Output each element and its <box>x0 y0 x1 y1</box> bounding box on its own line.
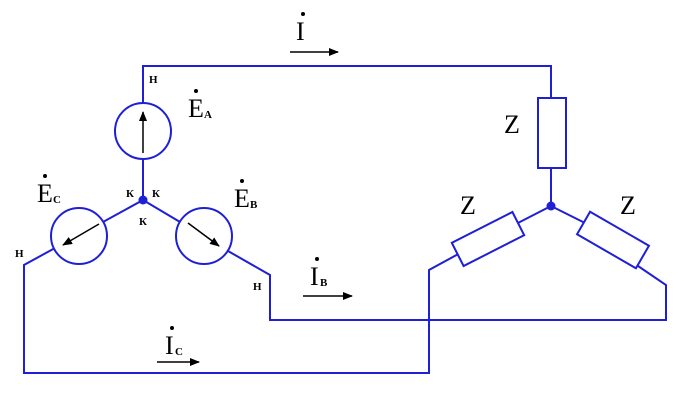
current-b-label: I B <box>310 257 328 291</box>
impedance-right-label: Z <box>620 191 636 220</box>
svg-text:I: I <box>165 331 174 360</box>
emf-b-arrow-icon <box>187 222 220 247</box>
svg-text:C: C <box>53 194 61 206</box>
emf-c-label: E C <box>37 174 61 208</box>
impedance-right <box>575 210 651 270</box>
svg-text:E: E <box>234 184 250 213</box>
emf-source-b <box>175 207 233 265</box>
impedance-left-label: Z <box>460 191 476 220</box>
current-line-label: I <box>296 12 305 46</box>
terminal-start-b: Н <box>253 281 262 293</box>
terminal-start-c: Н <box>15 248 24 260</box>
svg-text:I: I <box>296 17 305 46</box>
terminal-end-b: К <box>139 216 147 228</box>
wire-source-c-neutral <box>102 199 144 223</box>
wire-source-b-neutral <box>142 199 181 223</box>
svg-text:E: E <box>37 179 53 208</box>
emf-b-label: E B <box>234 179 258 213</box>
source-neutral-node <box>138 195 148 205</box>
emf-a-label: E A <box>188 89 212 123</box>
svg-text:E: E <box>188 94 204 123</box>
impedance-top-label: Z <box>504 110 520 139</box>
emf-c-arrow-icon <box>62 223 100 246</box>
wire-phase-a <box>142 65 552 103</box>
wire-load-b-neutral <box>550 205 590 226</box>
svg-text:C: C <box>175 346 183 358</box>
current-c-label: I C <box>165 326 183 360</box>
wire-phase-c <box>23 247 463 374</box>
load-neutral-node <box>546 201 556 211</box>
svg-text:I: I <box>310 262 319 291</box>
svg-text:A: A <box>204 109 212 121</box>
wire-phase-b <box>227 250 667 321</box>
impedance-top <box>537 97 567 169</box>
impedance-left <box>450 210 526 268</box>
wire-load-c-neutral <box>513 205 552 226</box>
terminal-end-a: К <box>152 188 160 200</box>
terminal-start-a: Н <box>149 74 158 86</box>
terminal-end-c: К <box>126 188 134 200</box>
svg-text:B: B <box>250 199 258 211</box>
svg-text:B: B <box>320 277 328 289</box>
